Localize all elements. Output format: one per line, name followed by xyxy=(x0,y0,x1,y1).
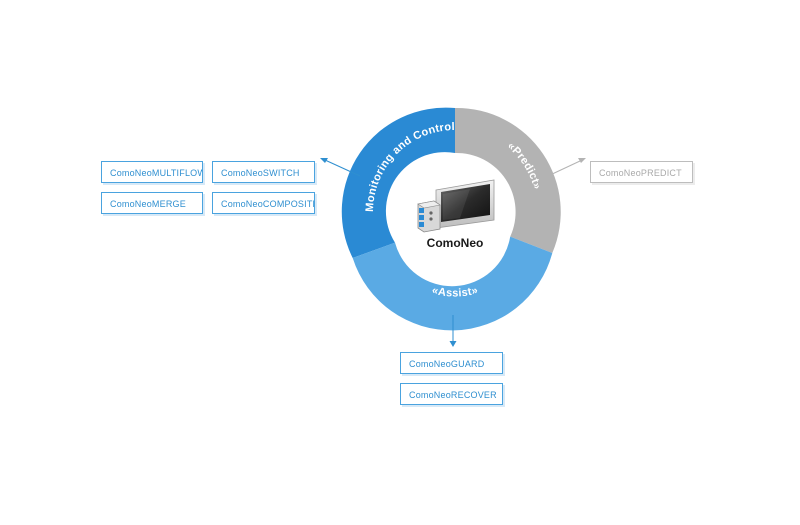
module-merge: ComoNeoMERGE xyxy=(101,192,203,214)
segment-monitoring xyxy=(341,107,455,259)
segment-predict xyxy=(455,107,561,253)
module-switch: ComoNeoSWITCH xyxy=(212,161,315,183)
label-assist: «Assist» xyxy=(431,284,480,299)
segment-assist xyxy=(352,236,553,331)
device-icon xyxy=(417,179,495,233)
arrow-to-assist xyxy=(449,315,457,347)
module-predict: ComoNeoPREDICT xyxy=(590,161,693,183)
center-label: ComoNeo xyxy=(426,236,484,250)
arrow-to-predict xyxy=(547,158,586,177)
arrow-to-monitoring xyxy=(320,158,361,177)
module-recover: ComoNeoRECOVER xyxy=(400,383,503,405)
module-multiflow: ComoNeoMULTIFLOW xyxy=(101,161,203,183)
module-guard: ComoNeoGUARD xyxy=(400,352,503,374)
module-composite: ComoNeoCOMPOSITE xyxy=(212,192,315,214)
